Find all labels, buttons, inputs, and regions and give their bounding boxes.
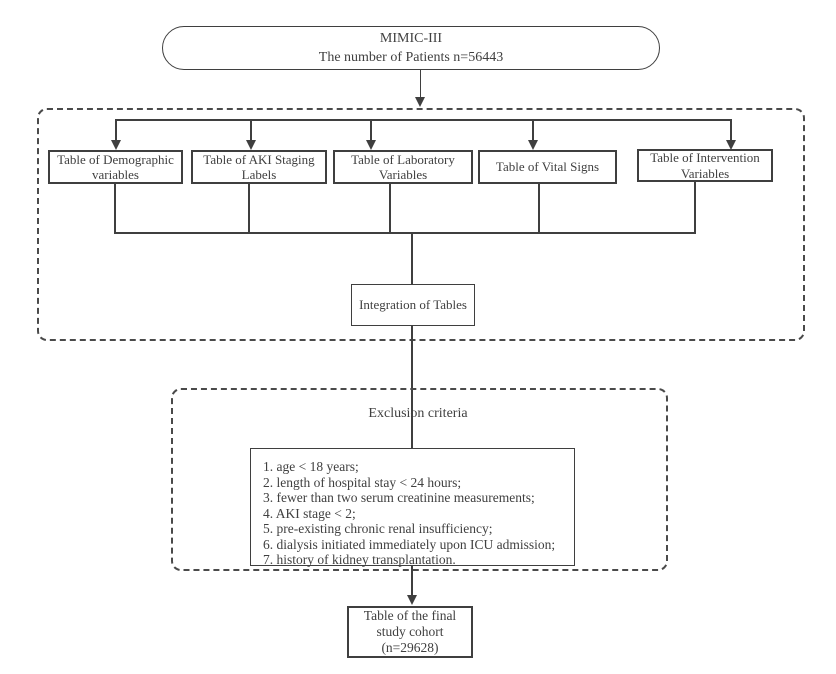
- source-box-title: MIMIC-III: [379, 31, 443, 46]
- final-cohort-line3: (n=29628): [381, 640, 439, 655]
- arrowhead-down: [365, 140, 376, 150]
- integration-box: Integration of Tables: [351, 284, 475, 326]
- table-box-label: Table of AKI Staging Labels: [203, 151, 315, 183]
- integration-label: Integration of Tables: [359, 297, 467, 313]
- connector-from-table-5: [694, 181, 696, 233]
- connector-from-table-1: [114, 183, 116, 233]
- connector-to-table-2: [250, 119, 252, 142]
- exclusion-criteria-box: 1. age < 18 years; 2. length of hospital…: [250, 448, 575, 567]
- exclusion-item: 2. length of hospital stay < 24 hours;: [263, 474, 462, 490]
- source-box: MIMIC-III The number of Patients n=56443: [162, 26, 660, 70]
- arrowhead-down: [406, 595, 417, 605]
- connector-from-table-3: [389, 183, 391, 233]
- exclusion-item: 6. dialysis initiated immediately upon I…: [263, 536, 556, 552]
- table-box-label: Table of Demographic variables: [57, 151, 174, 183]
- collector-line: [114, 232, 696, 234]
- exclusion-title: Exclusion criteria: [368, 406, 468, 421]
- exclusion-item: 5. pre-existing chronic renal insufficie…: [263, 521, 493, 536]
- final-cohort-line2: study cohort: [376, 624, 444, 639]
- connector-to-table-4: [532, 119, 534, 142]
- connector-to-final: [411, 565, 413, 596]
- table-box-label: Table of Laboratory Variables: [351, 151, 455, 183]
- table-box-label: Table of Vital Signs: [495, 159, 600, 175]
- exclusion-item: 3. fewer than two serum creatinine measu…: [263, 490, 535, 505]
- connector-to-integration: [411, 232, 413, 284]
- exclusion-item: 1. age < 18 years;: [263, 459, 359, 474]
- table-box-demographic: Table of Demographic variables: [48, 150, 183, 184]
- arrowhead-down: [725, 140, 736, 150]
- connector-to-table-1: [115, 119, 117, 142]
- arrowhead-down: [110, 140, 121, 150]
- exclusion-item: 7. history of kidney transplantation.: [263, 552, 456, 567]
- connector-to-table-3: [370, 119, 372, 142]
- exclusion-group-container: [171, 388, 668, 571]
- connector-source-to-container: [419, 69, 422, 98]
- table-box-laboratory: Table of Laboratory Variables: [333, 150, 473, 184]
- exclusion-item: 4. AKI stage < 2;: [263, 505, 356, 521]
- arrowhead-down: [527, 140, 538, 150]
- source-box-subtitle: The number of Patients n=56443: [318, 50, 504, 65]
- connector-from-table-2: [248, 183, 250, 233]
- final-cohort-box: Table of the final study cohort (n=29628…: [347, 606, 473, 658]
- connector-to-table-5: [730, 119, 732, 142]
- distributor-line: [115, 119, 732, 121]
- tables-group-container: [37, 108, 805, 341]
- table-box-aki-staging: Table of AKI Staging Labels: [191, 150, 327, 184]
- table-box-intervention: Table of Intervention Variables: [637, 149, 773, 182]
- connector-from-table-4: [538, 183, 540, 233]
- table-box-vital-signs: Table of Vital Signs: [478, 150, 617, 184]
- arrowhead-down: [245, 140, 256, 150]
- final-cohort-line1: Table of the final: [363, 608, 457, 623]
- table-box-label: Table of Intervention Variables: [650, 150, 760, 181]
- connector-integration-to-exclusion: [411, 325, 413, 448]
- arrowhead-down: [414, 97, 425, 107]
